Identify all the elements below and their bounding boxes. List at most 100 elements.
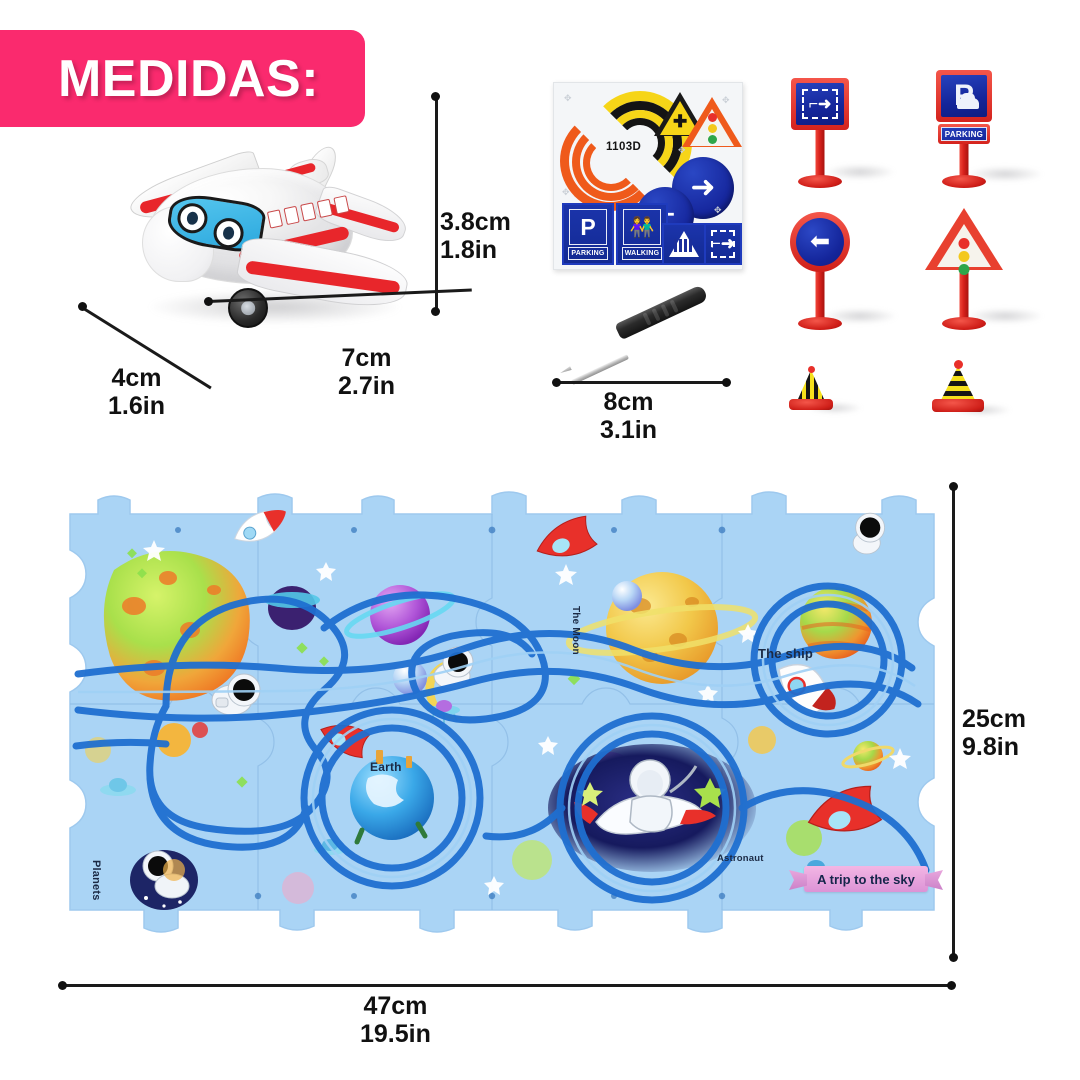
light-yellow bbox=[708, 124, 717, 133]
screwdriver-length-label: 8cm 3.1in bbox=[600, 388, 657, 444]
sign-shadow bbox=[966, 166, 1044, 182]
zebra-stripes bbox=[674, 239, 694, 257]
dashed-frame bbox=[711, 230, 735, 258]
sparkle-icon: ✥ bbox=[564, 93, 572, 103]
window bbox=[333, 195, 350, 215]
dim-endpoint bbox=[552, 378, 561, 387]
black-arc bbox=[598, 101, 682, 185]
sign-base bbox=[942, 175, 986, 188]
window bbox=[266, 209, 284, 229]
arrow-right-icon: ➜ bbox=[690, 171, 716, 204]
black-arc bbox=[615, 118, 665, 168]
arrow-left-icon: ⬅ bbox=[809, 228, 831, 255]
dim-endpoint bbox=[58, 981, 67, 990]
dim-endpoint bbox=[949, 953, 958, 962]
sign-post bbox=[959, 142, 969, 182]
grip-ridge bbox=[660, 303, 670, 318]
airplane-height-label: 3.8cm 1.8in bbox=[440, 208, 511, 264]
mat-artwork bbox=[69, 491, 935, 933]
dim-endpoint bbox=[431, 307, 440, 316]
turn-right-sticker: ⌐➜ bbox=[704, 223, 742, 265]
sign-post bbox=[959, 268, 969, 320]
mat-label-planets: Planets bbox=[90, 860, 102, 901]
turn-right-sign: ⌐➜ bbox=[772, 78, 896, 188]
sparkle-icon: ✥ bbox=[562, 187, 570, 197]
car-icon bbox=[957, 93, 979, 109]
sign-shadow bbox=[822, 308, 898, 324]
airplane-eye-left bbox=[175, 201, 210, 236]
traffic-light-icon bbox=[708, 113, 717, 146]
window bbox=[316, 198, 333, 219]
mat-label-the-moon: The Moon bbox=[570, 606, 581, 655]
screwdriver bbox=[556, 284, 756, 385]
dashed-frame bbox=[802, 89, 838, 119]
dim-endpoint bbox=[431, 92, 440, 101]
stripe bbox=[689, 239, 692, 252]
stripe bbox=[674, 239, 677, 252]
parking-glyph: P bbox=[569, 209, 607, 245]
crosswalk-sticker bbox=[662, 223, 706, 265]
sign-face: ⌐➜ bbox=[796, 83, 844, 125]
screwdriver-handle bbox=[614, 284, 709, 341]
grip-ridge bbox=[651, 308, 661, 322]
airplane-height-line bbox=[435, 96, 438, 312]
parking-caption: PARKING bbox=[941, 127, 987, 141]
screwdriver-length-line bbox=[556, 381, 726, 384]
dim-endpoint bbox=[204, 297, 213, 306]
walking-glyph: 👫 bbox=[623, 209, 661, 245]
sign-face: P bbox=[941, 75, 987, 117]
airplane-eye-right bbox=[211, 215, 246, 251]
mat-ribbon-banner: A trip to the sky bbox=[804, 866, 928, 892]
toy-airplane bbox=[120, 140, 430, 340]
ribbon-text: A trip to the sky bbox=[817, 871, 915, 887]
parking-caption: PARKING bbox=[568, 247, 608, 260]
cone-vertical-stripes bbox=[784, 366, 862, 418]
sparkle-icon: ✥ bbox=[714, 205, 722, 215]
walking-caption: WALKING bbox=[622, 247, 662, 260]
sparkle-icon: ✥ bbox=[678, 145, 686, 155]
light-yellow bbox=[958, 251, 970, 262]
arrow-turn-right-icon: ⌐➜ bbox=[808, 96, 832, 113]
arrow-turn-right-icon: ⌐➜ bbox=[710, 234, 736, 253]
dim-endpoint bbox=[947, 981, 956, 990]
dim-endpoint bbox=[78, 302, 87, 311]
sign-post bbox=[815, 126, 825, 184]
mat-height-line bbox=[952, 487, 955, 957]
banner-title: MEDIDAS: bbox=[57, 49, 320, 108]
cone-tip bbox=[808, 366, 815, 373]
orange-arc bbox=[572, 123, 650, 201]
parking-sticker: P PARKING bbox=[562, 203, 614, 265]
airplane-front-wheel bbox=[228, 288, 268, 328]
mat-label-the-ship: The ship bbox=[758, 646, 814, 661]
sticker-hub bbox=[596, 129, 644, 169]
window bbox=[300, 202, 317, 222]
pupil bbox=[185, 211, 199, 227]
screwdriver-tip bbox=[559, 366, 572, 375]
sign-post bbox=[815, 266, 825, 322]
traffic-light-sign bbox=[912, 208, 1044, 330]
light-red bbox=[708, 113, 717, 122]
wing-stripe bbox=[244, 260, 400, 295]
light-green bbox=[958, 264, 970, 275]
sticker-sheet-code: 1103D bbox=[606, 141, 642, 153]
dim-endpoint bbox=[949, 482, 958, 491]
airplane-width-label: 4cm 1.6in bbox=[108, 364, 165, 420]
parking-caption-plate: PARKING bbox=[938, 124, 990, 144]
window bbox=[283, 205, 300, 226]
mat-width-label: 47cm 19.5in bbox=[360, 992, 431, 1048]
parking-sign: P PARKING bbox=[912, 70, 1044, 188]
mat-width-line bbox=[62, 984, 952, 987]
mat-height-label: 25cm 9.8in bbox=[962, 705, 1026, 761]
orange-arc bbox=[583, 135, 639, 191]
cone-base bbox=[789, 399, 833, 410]
light-red bbox=[958, 238, 970, 249]
wheel-hub bbox=[241, 301, 255, 315]
sign-shadow bbox=[824, 164, 896, 180]
pupil bbox=[222, 226, 235, 241]
mat-label-earth: Earth bbox=[370, 760, 402, 774]
sign-base bbox=[798, 317, 842, 330]
sign-shadow bbox=[966, 308, 1044, 324]
airplane-length-label: 7cm 2.7in bbox=[338, 344, 395, 400]
space-track-puzzle-mat: Planets Earth The Moon The ship Astronau… bbox=[62, 478, 942, 948]
